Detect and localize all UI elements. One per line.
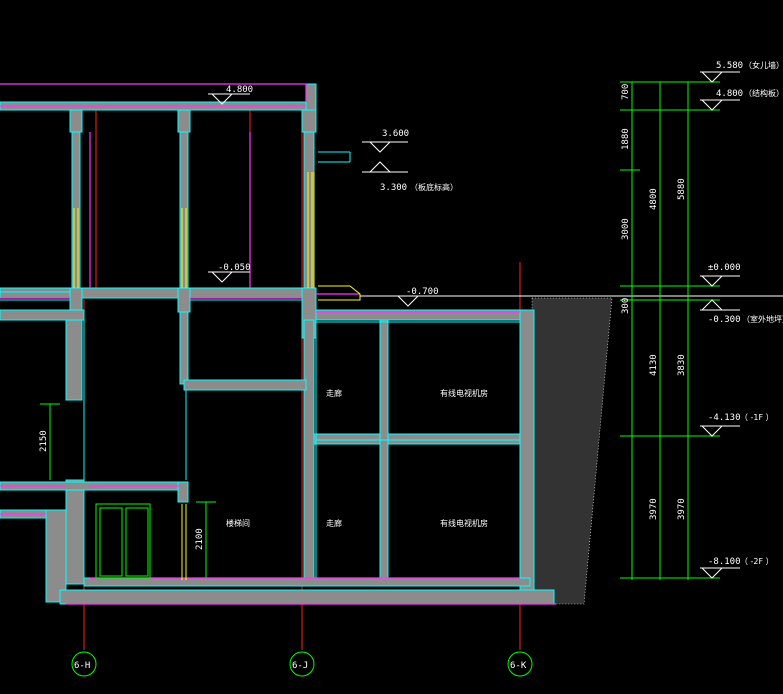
elev-outdoor: -0.300 xyxy=(708,315,741,325)
axis-label-h: 6-H xyxy=(74,661,90,671)
room-corridor-upper: 走廊 xyxy=(326,388,342,398)
dim-3970-b: 3970 xyxy=(677,498,687,520)
elev-floor0: -0.050 xyxy=(218,263,251,273)
room-labels: 走廊 走廊 有线电视机房 有线电视机房 楼梯间 xyxy=(226,388,488,528)
cyan-lines xyxy=(0,151,521,578)
elev-outdoor-note: （室外地坪） xyxy=(742,314,783,324)
elev-roof-note: （结构板） xyxy=(744,88,783,98)
elev-b1: -4.130 xyxy=(708,413,741,423)
dim-1880: 1880 xyxy=(621,128,631,150)
door xyxy=(95,503,151,579)
room-stair: 楼梯间 xyxy=(226,518,250,528)
elevation-labels: 4.800 3.600 3.300 （板底标高） -0.050 -0.700 5… xyxy=(218,60,783,567)
yellow-glazing xyxy=(73,172,361,580)
dim-4800: 4800 xyxy=(649,188,659,210)
magenta-lines xyxy=(0,83,556,605)
elev-canopy-top: 3.600 xyxy=(382,129,409,139)
earth-hatch xyxy=(531,297,613,605)
elev-b2: -8.100 xyxy=(708,557,741,567)
elev-roof: 4.800 xyxy=(716,89,743,99)
dim-2100: 2100 xyxy=(195,528,205,550)
dimension-chain xyxy=(40,81,720,580)
elev-canopy-note: （板底标高） xyxy=(410,182,458,192)
dim-300: 300 xyxy=(621,298,631,314)
elev-canopy-bottom: 3.300 xyxy=(380,183,407,193)
axis-label-k: 6-K xyxy=(510,661,527,671)
dim-3970-a: 3970 xyxy=(649,498,659,520)
room-garage-lower: 有线电视机房 xyxy=(440,518,488,528)
elev-top-note: （女儿墙） xyxy=(744,60,783,70)
room-garage-upper: 有线电视机房 xyxy=(440,388,488,398)
axis-label-j: 6-J xyxy=(292,661,308,671)
dim-3830: 3830 xyxy=(677,354,687,376)
axis-labels: 6-H 6-J 6-K xyxy=(74,661,527,671)
elev-zero: ±0.000 xyxy=(708,263,741,273)
elevation-markers xyxy=(208,71,740,579)
dim-5880: 5880 xyxy=(677,178,687,200)
axis-bubbles xyxy=(71,651,533,677)
elev-outdoor-label: -0.700 xyxy=(406,287,439,297)
room-corridor-lower: 走廊 xyxy=(326,518,342,528)
dim-3000: 3000 xyxy=(621,218,631,240)
dim-4130: 4130 xyxy=(649,354,659,376)
elev-roof-left: 4.800 xyxy=(226,85,253,95)
elev-top: 5.580 xyxy=(716,61,743,71)
structure xyxy=(0,83,555,605)
elev-b2-note: （ -2F ） xyxy=(740,557,774,566)
dimension-labels: 700 1880 3000 4800 5880 300 4130 3830 39… xyxy=(39,84,687,550)
elev-b1-note: （ -1F ） xyxy=(740,413,774,422)
dim-2150: 2150 xyxy=(39,430,49,452)
dim-700: 700 xyxy=(621,84,631,100)
